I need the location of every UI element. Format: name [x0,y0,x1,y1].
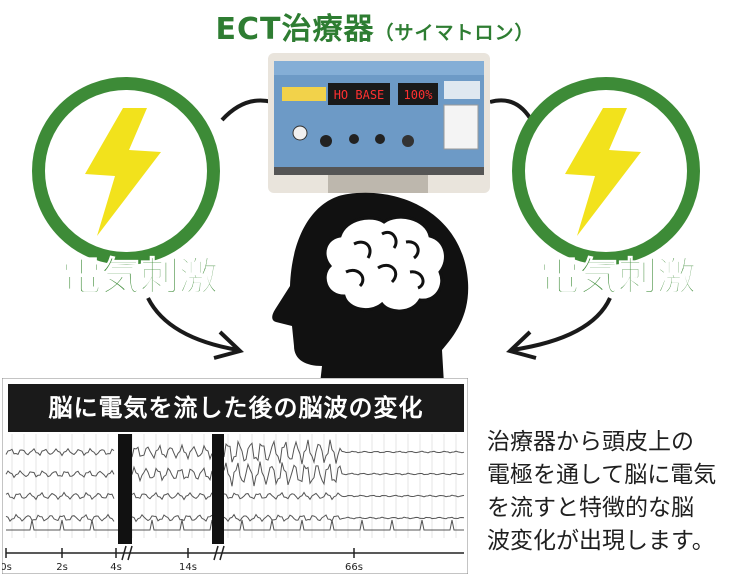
eeg-trace [5,513,115,522]
eeg-header: 脳に電気を流した後の脳波の変化 [8,384,464,432]
stimulus-circle-right [512,77,700,265]
stimulus-label-right: 電気刺激 [539,255,697,301]
eeg-trace [131,513,213,523]
eeg-break-bar [212,434,224,544]
eeg-trace [6,519,464,531]
eeg-trace [131,443,213,461]
ect-device-photo: HO BASE 100% [268,53,490,193]
device-display-right: 100% [404,88,434,102]
brain-icon [323,215,447,313]
eeg-tick-label: 4s [110,562,122,573]
stimulus-circle-left [32,77,220,265]
description-line: 波変化が出現します。 [487,528,715,554]
device-display-left: HO BASE [334,88,385,102]
eeg-tick-label: 14s [179,562,197,573]
diagram-title: ECT治療器（サイマトロン） [0,4,750,48]
description-line: 治療器から頭皮上の [487,429,694,455]
eeg-tick-label: 0s [2,562,12,573]
eeg-break-bar [118,434,132,544]
eeg-trace [223,513,465,523]
lightning-bolt-icon [565,108,641,236]
eeg-tick-label: 66s [345,562,363,573]
description-text: 治療器から頭皮上の 電極を通して脳に電気 を流すと特徴的な脳 波変化が出現します… [487,426,749,558]
eeg-axis-break [121,545,133,561]
eeg-trace [223,439,465,465]
head-silhouette-icon [272,192,469,384]
eeg-trace [5,447,115,457]
title-main: ECT治療器 [215,12,375,47]
eeg-axis-break [213,545,225,561]
eeg-trace [131,491,213,501]
eeg-trace [5,491,115,501]
description-line: 電極を通して脳に電気 [487,462,717,488]
title-sub: （サイマトロン） [374,22,535,44]
eeg-trace [223,491,465,501]
eeg-trace [131,465,213,483]
description-line: を流すと特徴的な脳 [487,495,694,521]
eeg-tick-label: 2s [56,562,68,573]
eeg-trace [223,461,465,487]
eeg-trace [5,469,115,479]
lightning-bolt-icon [85,108,161,236]
stimulus-label-left: 電気刺激 [61,255,219,301]
